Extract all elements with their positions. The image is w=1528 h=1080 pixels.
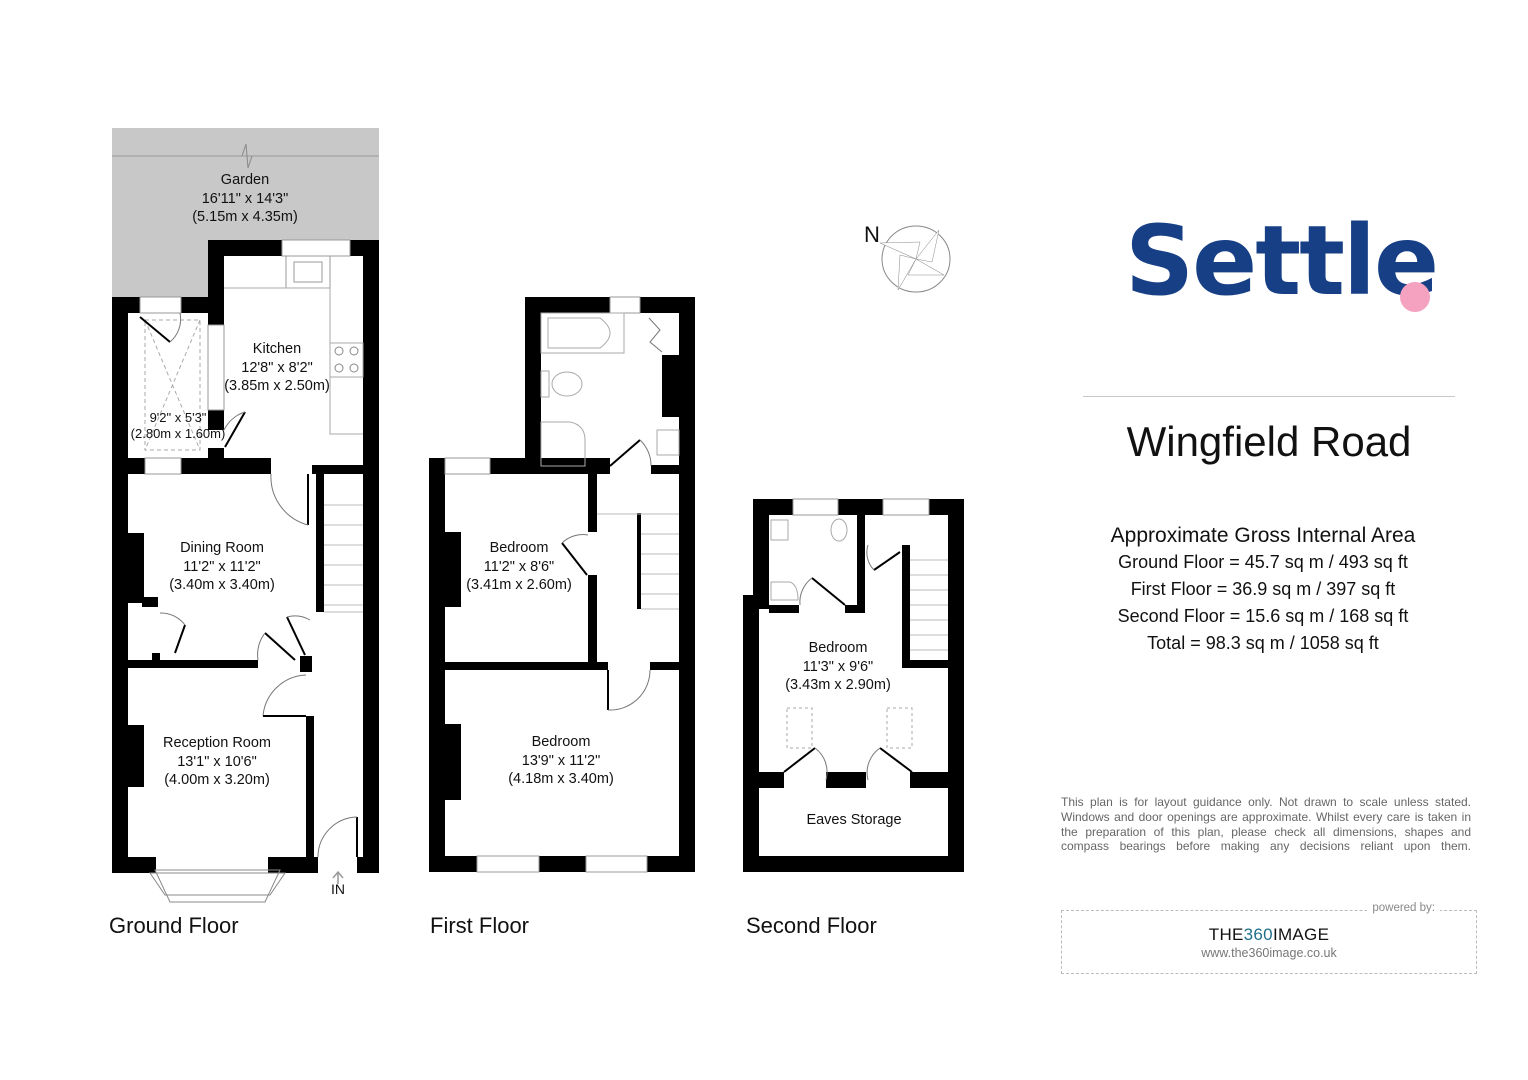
room-dimensions-imperial: 12'8" x 8'2": [241, 359, 313, 376]
powered-by-box: powered by: THE360IMAGE www.the360image.…: [1061, 902, 1477, 974]
room-label-reception-room: Reception Room 13'1" x 10'6" (4.00m x 3.…: [163, 734, 271, 790]
divider: [1083, 396, 1455, 397]
room-label-first-bedroom-front: Bedroom 13'9" x 11'2" (4.18m x 3.40m): [508, 733, 614, 789]
room-dimensions-imperial: 13'1" x 10'6": [177, 753, 257, 770]
room-dimensions-metric: (3.40m x 3.40m): [169, 577, 275, 593]
room-name: Kitchen: [252, 341, 302, 357]
room-name: Eaves Storage: [806, 812, 902, 828]
room-label-dining-room: Dining Room 11'2" x 11'2" (3.40m x 3.40m…: [169, 539, 275, 595]
entrance-label: IN: [331, 881, 345, 897]
room-dimensions-metric: (2.80m x 1.60m): [130, 426, 226, 441]
room-dimensions-imperial: 13'9" x 11'2": [521, 752, 601, 769]
the360image-logo: THE360IMAGE: [1062, 925, 1476, 945]
room-dimensions-imperial: 11'3" x 9'6": [802, 658, 874, 675]
ground-floor-plan: [112, 128, 379, 903]
the360image-url[interactable]: www.the360image.co.uk: [1201, 946, 1337, 960]
room-name: Bedroom: [808, 640, 868, 656]
room-dimensions-metric: (3.85m x 2.50m): [224, 378, 330, 394]
room-name: Dining Room: [180, 540, 264, 556]
area-ground-floor: Ground Floor = 45.7 sq m / 493 sq ft: [1118, 552, 1408, 572]
room-label-first-bedroom-rear: Bedroom 11'2" x 8'6" (3.41m x 2.60m): [466, 539, 572, 595]
brand-suffix: IMAGE: [1272, 925, 1330, 944]
compass-rose-icon: [879, 225, 951, 293]
gross-internal-area: Approximate Gross Internal Area Ground F…: [1083, 522, 1443, 657]
room-dimensions-metric: (3.43m x 2.90m): [785, 677, 891, 693]
disclaimer-text: This plan is for layout guidance only. N…: [1061, 795, 1471, 854]
area-first-floor: First Floor = 36.9 sq m / 397 sq ft: [1130, 579, 1396, 599]
area-heading: Approximate Gross Internal Area: [1110, 524, 1416, 547]
room-dimensions-metric: (3.41m x 2.60m): [466, 577, 572, 593]
settle-logo: Settle: [1125, 205, 1439, 317]
room-label-eaves-storage: Eaves Storage: [806, 811, 901, 830]
room-label-kitchen: Kitchen 12'8" x 8'2" (3.85m x 2.50m): [224, 340, 330, 396]
floor-title-ground: Ground Floor: [109, 913, 239, 938]
brand-prefix: THE: [1208, 925, 1244, 944]
room-dimensions-imperial: 9'2" x 5'3": [149, 410, 207, 425]
room-name: Garden: [220, 172, 270, 188]
room-label-second-bedroom: Bedroom 11'3" x 9'6" (3.43m x 2.90m): [785, 639, 891, 695]
brand-accent: 360: [1243, 925, 1273, 944]
room-name: Bedroom: [489, 540, 549, 556]
floor-title-first: First Floor: [430, 913, 529, 938]
room-dimensions-metric: (5.15m x 4.35m): [192, 209, 298, 225]
logo-dot-icon: [1400, 282, 1430, 312]
room-dimensions-metric: (4.18m x 3.40m): [508, 771, 614, 787]
room-dimensions-imperial: 11'2" x 11'2": [183, 558, 261, 575]
area-second-floor: Second Floor = 15.6 sq m / 168 sq ft: [1117, 606, 1409, 626]
second-floor-plan: [743, 498, 964, 872]
room-label-garden: Garden 16'11" x 14'3" (5.15m x 4.35m): [192, 171, 298, 227]
floor-title-second: Second Floor: [746, 913, 877, 938]
compass-north-label: N: [864, 222, 880, 247]
room-label-utility: 9'2" x 5'3" (2.80m x 1.60m): [131, 410, 226, 442]
room-dimensions-imperial: 16'11" x 14'3": [201, 190, 289, 207]
first-floor-plan: [429, 296, 695, 873]
room-dimensions-metric: (4.00m x 3.20m): [164, 772, 270, 788]
room-name: Reception Room: [163, 735, 271, 751]
area-total: Total = 98.3 sq m / 1058 sq ft: [1147, 633, 1379, 653]
room-name: Bedroom: [531, 734, 591, 750]
property-address: Wingfield Road: [1126, 418, 1412, 465]
room-dimensions-imperial: 11'2" x 8'6": [483, 558, 555, 575]
powered-by-label: powered by:: [1367, 902, 1440, 914]
